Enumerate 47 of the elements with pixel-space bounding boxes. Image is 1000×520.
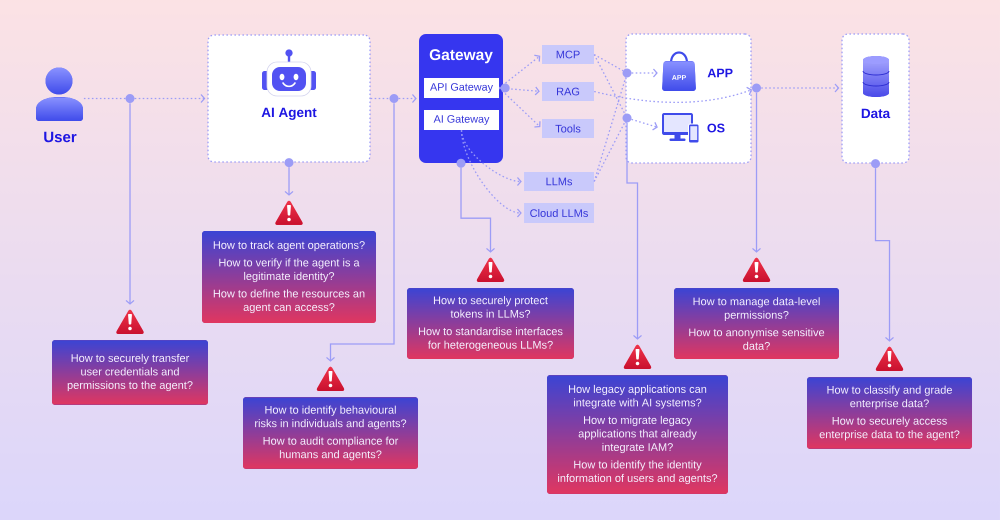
question-box: How to securely transfer user credentials and permissions to the agent? [52,340,208,405]
junction-dot [126,94,134,103]
arrow [460,130,522,186]
node-label: OS [707,124,725,132]
junction-dot [622,68,632,78]
arrow [398,94,417,103]
node-label: User [44,132,76,142]
arrow [631,118,658,131]
connector-line [594,77,626,182]
connector-line [370,98,390,100]
connector-line [594,54,624,72]
arrow [874,168,894,342]
service-tag: Tools [542,119,594,138]
arrow [499,86,540,96]
module-box: AI Gateway [424,110,499,130]
arrow [326,103,395,362]
arrow [134,94,206,103]
arrow [498,54,540,89]
arrow [752,92,761,253]
arrow [498,88,541,128]
junction-dot [752,84,761,92]
arrow [594,86,752,103]
question-box: How to track agent operations? How to verify if the agent is a legitimate identity? How to define the resources an agent can access? [202,231,376,323]
question-box: How to securely protect tokens in LLMs? How to standardise interfaces for heterogeneous LLMs? [407,288,574,359]
question-box: How to identify behavioural risks in individuals and agents? How to audit compliance for humans and agents? [243,397,418,469]
connector-line [84,98,126,100]
module-box: API Gateway [424,78,499,98]
arrow [460,130,522,218]
question-box: How to classify and grade enterprise data? How to securely access enterprise data to the agent? [807,377,972,449]
connector-line [594,122,626,182]
arrow [284,167,294,196]
arrow [626,122,642,340]
service-tag: MCP [542,45,594,64]
question-box: How legacy applications can integrate with AI systems? How to migrate legacy applications that already integrate IAM? How to identify the identity information of users and agents? [547,375,728,494]
arrow [632,68,658,78]
component-box: AI Agent [207,34,371,163]
arrow [460,168,495,253]
service-tag: RAG [542,82,594,101]
arrow [761,84,840,92]
junction-dot [390,94,398,103]
connector-line [594,54,626,114]
question-box: How to manage data-level permissions? How to anonymise sensitive data? [674,288,839,359]
node-label: APP [708,68,733,78]
service-tag: LLMs [524,172,594,191]
service-tag: Cloud LLMs [524,203,594,223]
arrow [126,103,134,305]
junction-dot [622,114,632,122]
